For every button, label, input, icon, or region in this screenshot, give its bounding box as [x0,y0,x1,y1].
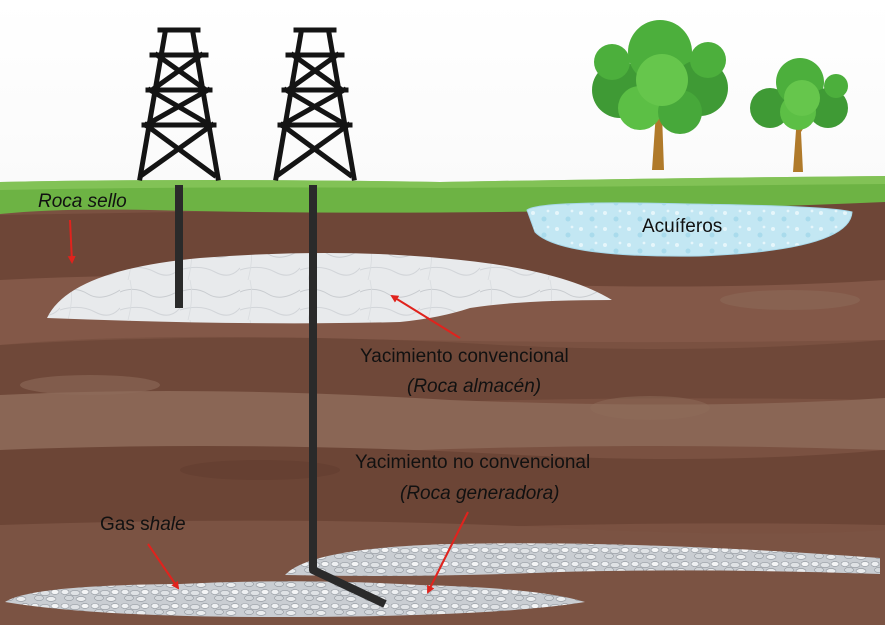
label-gas-shale: Gas shale [100,514,186,536]
arrow-icon [147,543,180,590]
soil-strata [0,190,885,625]
shale-layer [5,581,585,618]
arrow-icon [67,219,76,264]
conventional-reservoir [47,253,612,324]
label-shale-italic: hale [149,514,186,535]
aquifer [526,202,853,257]
well-pipes [175,185,387,608]
tree-icon [592,20,728,170]
sky [0,0,885,190]
arrow-icon [427,511,469,594]
label-yacimiento-no-convencional: Yacimiento no convencional [355,452,591,473]
tree-icon [750,58,848,172]
oil-derrick-icon [137,27,221,181]
label-roca-generadora: (Roca generadora) [400,483,560,504]
label-roca-almacen: (Roca almacén) [407,376,542,397]
oil-derrick-icon [273,27,357,181]
label-acuiferos: Acuíferos [642,216,723,237]
arrow-icon [390,294,461,339]
unconventional-layer [285,543,880,576]
label-yacimiento-convencional: Yacimiento convencional [360,346,569,367]
label-gas-prefix: Gas s [100,514,150,535]
label-roca-sello: Roca sello [38,191,127,212]
